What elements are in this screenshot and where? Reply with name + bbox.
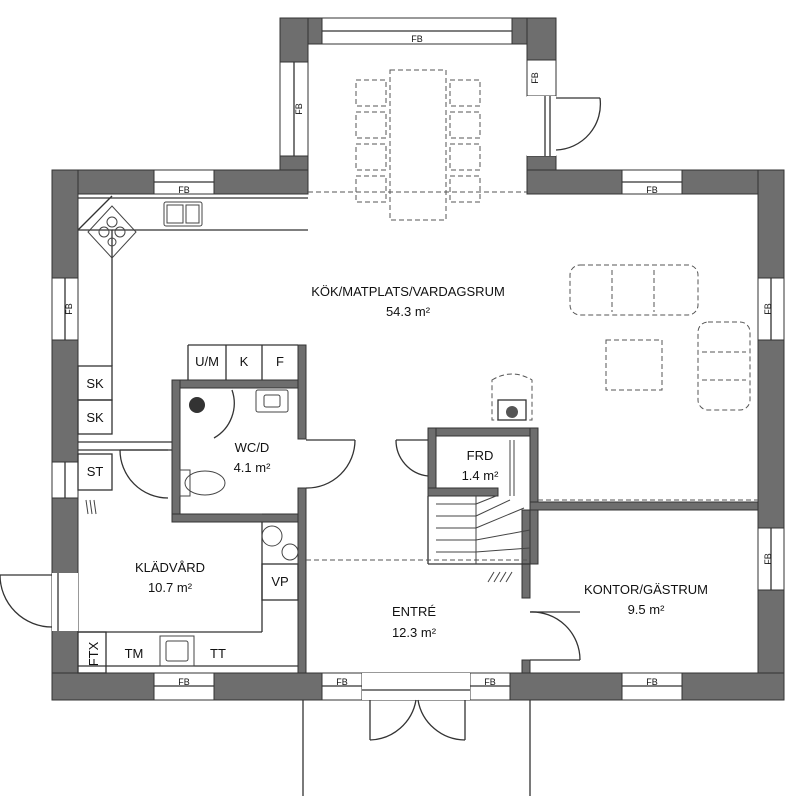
fixture-label-tt: TT [210,646,226,661]
fixture-label-f: F [276,354,284,369]
fixture-label-ftx: FTX [86,641,101,666]
room-area: 9.5 m² [628,602,666,617]
room-name: KONTOR/GÄSTRUM [584,582,708,597]
kitchen-sink-icon [163,201,203,227]
window-label: FB [484,677,496,687]
exterior-walls [51,17,785,701]
fixture-label-sk: SK [86,410,104,425]
window-label: FB [178,677,190,687]
room-label-office: KONTOR/GÄSTRUM 9.5 m² [584,582,708,617]
laundry-fixtures [77,499,299,674]
window-label: FB [64,303,74,315]
room-area: 10.7 m² [148,580,193,595]
room-area: 54.3 m² [386,304,431,319]
window-label: FB [178,185,190,195]
exterior-doors [0,96,602,796]
window-label: FB [336,677,348,687]
room-area: 12.3 m² [392,625,437,640]
room-name: KLÄDVÅRD [135,560,205,575]
sofa-icon [569,264,751,411]
room-label-laundry: KLÄDVÅRD 10.7 m² [135,560,205,595]
stove-icon [87,205,137,259]
room-label-kitchen: KÖK/MATPLATS/VARDAGSRUM 54.3 m² [311,284,505,319]
fixture-label-sk: SK [86,376,104,391]
room-label-frd: FRD 1.4 m² [462,448,500,483]
laundry-sink-icon [159,635,195,667]
wc-fixtures [179,389,289,515]
window-label: FB [411,34,423,44]
room-name: KÖK/MATPLATS/VARDAGSRUM [311,284,505,299]
room-label-wc: WC/D 4.1 m² [234,440,272,475]
room-label-entre: ENTRÉ 12.3 m² [392,604,437,640]
window-label: FB [763,303,773,315]
interior-walls [78,191,759,674]
fixture-labels: U/M K F SK SK ST VP FTX TM TT [86,354,289,666]
fixture-label-st: ST [87,464,104,479]
window-label: FB [530,72,540,84]
dining-table-icon [355,69,481,221]
staircase [436,440,531,583]
windows: FB FB FB FB FB FB FB FB FB [51,17,785,701]
floor-drain-icon [189,397,205,413]
fixture-label-k: K [240,354,249,369]
room-area: 4.1 m² [234,460,272,475]
kitchen-counter [77,195,308,491]
window-label: FB [763,553,773,565]
interior-doors [119,389,581,661]
toilet-icon [179,469,226,497]
room-name: WC/D [235,440,270,455]
room-name: ENTRÉ [392,604,436,619]
window-label: FB [646,677,658,687]
room-name: FRD [467,448,494,463]
window-label: FB [294,103,304,115]
fixture-label-tm: TM [125,646,144,661]
fixture-label-um: U/M [195,354,219,369]
washbasin-icon [255,389,289,413]
fireplace-icon [491,373,533,421]
room-area: 1.4 m² [462,468,500,483]
window-label: FB [646,185,658,195]
fixture-label-vp: VP [271,574,288,589]
